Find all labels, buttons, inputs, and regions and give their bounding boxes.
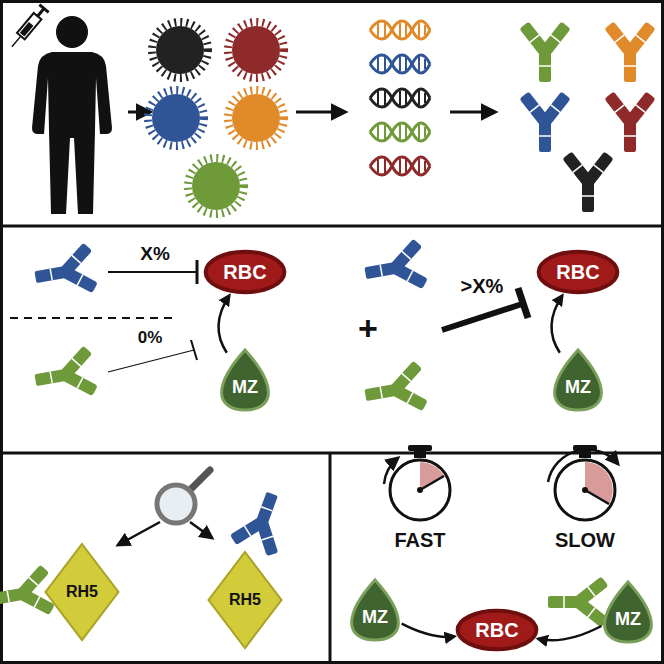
- node-label: RBC: [556, 261, 599, 284]
- rh5-diamond: RH5: [207, 550, 283, 650]
- node-label: MZ: [565, 377, 591, 398]
- rbc-cell: RBC: [204, 250, 286, 294]
- annotation-label: X%: [140, 243, 170, 265]
- annotation-label: FAST: [394, 529, 445, 552]
- merozoite: MZ: [552, 348, 604, 412]
- node-label: MZ: [362, 607, 388, 628]
- merozoite: MZ: [219, 348, 271, 412]
- merozoite: MZ: [602, 580, 654, 644]
- invasion-arrow: [402, 624, 455, 637]
- node-label: RH5: [66, 583, 98, 601]
- merozoite: MZ: [349, 578, 401, 642]
- node-label: RBC: [223, 261, 266, 284]
- rbc-cell: RBC: [537, 250, 619, 294]
- invasion-arrow: [552, 295, 563, 352]
- rh5-diamond: RH5: [44, 542, 120, 642]
- node-label: MZ: [232, 377, 258, 398]
- node-label: RBC: [475, 619, 518, 642]
- annotation-label: 0%: [138, 328, 163, 348]
- node-label: MZ: [615, 609, 641, 630]
- annotation-label: >X%: [461, 275, 504, 298]
- rbc-cell: RBC: [456, 609, 538, 651]
- node-label: RH5: [229, 591, 261, 609]
- annotation-label: SLOW: [555, 529, 615, 552]
- invasion-arrow: [219, 295, 230, 352]
- annotation-label: +: [358, 309, 378, 348]
- invasion-arrow: [538, 626, 601, 640]
